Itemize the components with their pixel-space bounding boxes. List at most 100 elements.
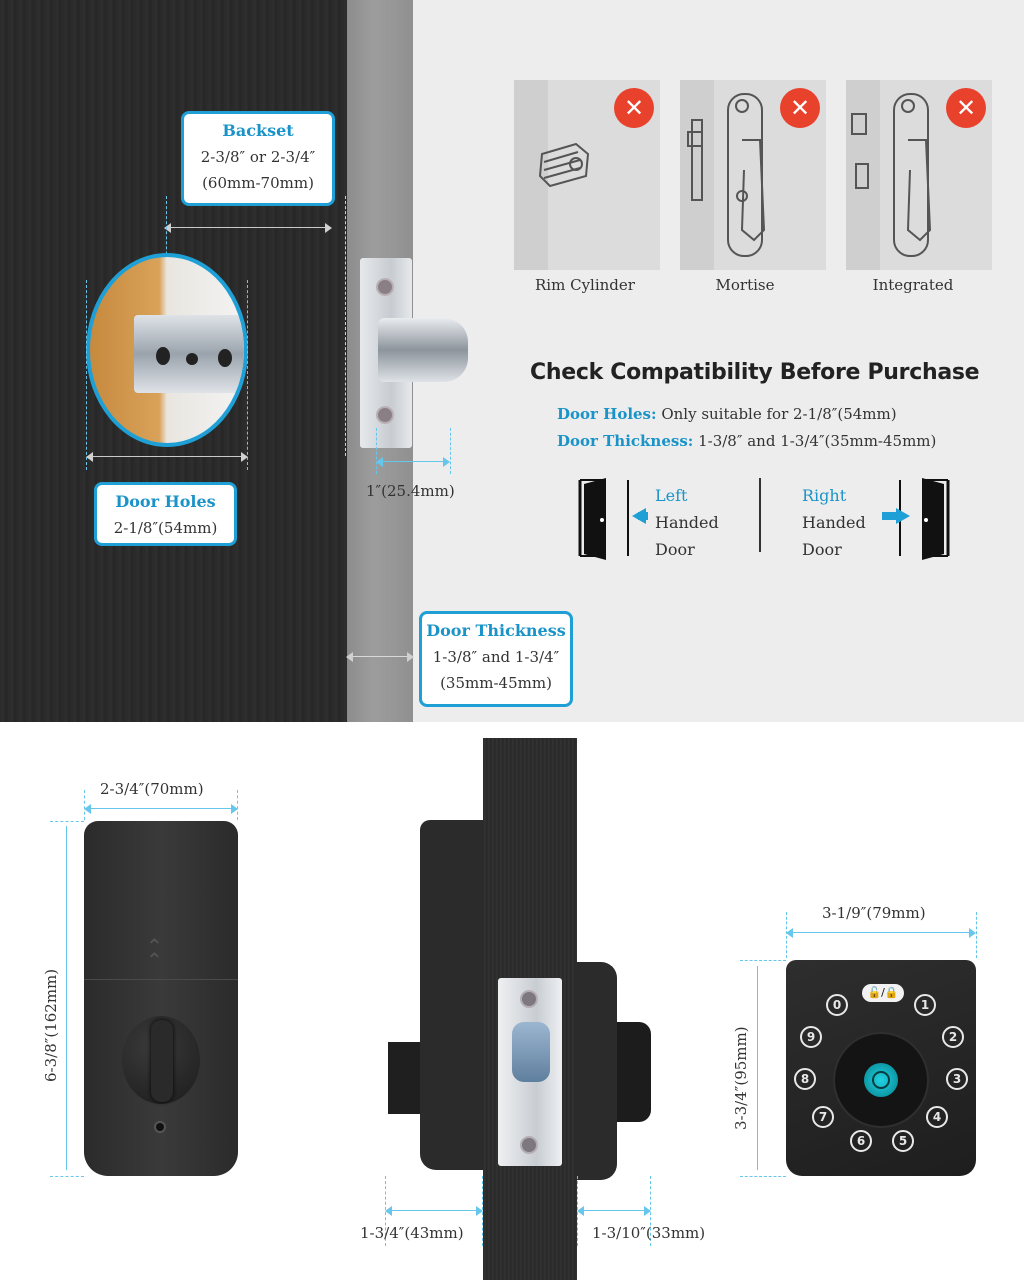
backset-callout: Backset 2-3/8″ or 2-3/4″ (60mm-70mm) bbox=[181, 111, 335, 206]
right-door-word: Door bbox=[802, 540, 842, 559]
latch-label: 1″(25.4mm) bbox=[366, 482, 455, 500]
latch-bolt bbox=[378, 318, 468, 382]
door-holes-title: Door Holes bbox=[115, 492, 216, 511]
right-word: Right bbox=[802, 486, 847, 505]
screw-icon bbox=[376, 278, 394, 296]
left-handed-word: Handed bbox=[655, 513, 719, 532]
cover-seam bbox=[84, 979, 238, 980]
latch-guide-right bbox=[450, 428, 451, 474]
keypad-height-guide bbox=[740, 1176, 786, 1177]
card-integrated: ✕ bbox=[846, 80, 992, 270]
door-holes-value: 2-1/8″(54mm) bbox=[113, 519, 218, 537]
front-height-label: 6-3/8″(162mm) bbox=[42, 968, 60, 1082]
not-compatible-icon: ✕ bbox=[614, 88, 654, 128]
card-mortise-label: Mortise bbox=[715, 276, 775, 294]
door-thickness-line1: 1-3/8″ and 1-3/4″ bbox=[432, 648, 560, 666]
side-left-dimension-line bbox=[385, 1206, 483, 1216]
exterior-knob-side bbox=[617, 1022, 651, 1122]
backset-dimension-line bbox=[164, 223, 332, 233]
keypad-digit-9: 9 bbox=[800, 1026, 822, 1048]
keypad-digit-1: 1 bbox=[914, 994, 936, 1016]
lock-unlock-icon: 🔓/🔒 bbox=[862, 984, 904, 1002]
left-word: Left bbox=[655, 486, 688, 505]
keypad-height-guide bbox=[740, 960, 786, 961]
front-width-label: 2-3/4″(70mm) bbox=[100, 780, 204, 798]
keypad-digit-2: 2 bbox=[942, 1026, 964, 1048]
backset-title: Backset bbox=[222, 121, 294, 140]
bolt-hole bbox=[156, 347, 170, 365]
right-handed-door-icon bbox=[882, 478, 950, 560]
front-height-dimension-line bbox=[66, 826, 67, 1170]
door-thickness-line2: (35mm-45mm) bbox=[440, 674, 552, 692]
spec-key: Door Thickness: bbox=[557, 432, 694, 450]
screw-icon bbox=[520, 1136, 538, 1154]
door-hole-zoom bbox=[86, 253, 248, 447]
card-rim-cylinder: ✕ bbox=[514, 80, 660, 270]
spec-value: Only suitable for 2-1/8″(54mm) bbox=[661, 405, 897, 423]
door-thickness-dimension-line bbox=[346, 652, 414, 662]
keypad-digit-5: 5 bbox=[892, 1130, 914, 1152]
screw-icon bbox=[376, 406, 394, 424]
key-hole-icon bbox=[154, 1121, 166, 1133]
front-height-guide bbox=[50, 1176, 84, 1177]
keypad-digit-7: 7 bbox=[812, 1106, 834, 1128]
dimensions-section: 2-3/4″(70mm) 6-3/8″(162mm) ⌃⌃ 1-3/4″(43m… bbox=[0, 722, 1024, 1280]
rim-cylinder-icon bbox=[538, 142, 590, 188]
keypad-width-dimension-line bbox=[786, 928, 976, 938]
side-left-label: 1-3/4″(43mm) bbox=[360, 1224, 464, 1242]
hand-divider bbox=[759, 478, 761, 552]
thumb-turn-bar bbox=[151, 1020, 173, 1102]
spec-door-thickness: Door Thickness: 1-3/8″ and 1-3/4″(35mm-4… bbox=[557, 432, 936, 450]
left-handed-label: Left Handed Door bbox=[655, 482, 719, 563]
door-holes-callout: Door Holes 2-1/8″(54mm) bbox=[94, 482, 237, 546]
door-hole-guide-right bbox=[247, 280, 248, 470]
door-hole-dimension-line bbox=[86, 452, 248, 462]
side-right-label: 1-3/10″(33mm) bbox=[592, 1224, 706, 1242]
screw-icon bbox=[520, 990, 538, 1008]
check-compatibility-title: Check Compatibility Before Purchase bbox=[530, 360, 980, 385]
keypad-height-label: 3-3/4″(95mm) bbox=[732, 1026, 750, 1130]
side-right-dimension-line bbox=[577, 1206, 651, 1216]
spec-value: 1-3/8″ and 1-3/4″(35mm-45mm) bbox=[698, 432, 937, 450]
latch-guide-left bbox=[376, 428, 377, 474]
keypad-width-label: 3-1/9″(79mm) bbox=[822, 904, 926, 922]
latch-dimension-line bbox=[376, 457, 450, 467]
card-shade bbox=[514, 80, 548, 270]
interior-body-side bbox=[420, 820, 486, 1170]
keypad-digit-6: 6 bbox=[850, 1130, 872, 1152]
side-latch-bolt bbox=[512, 1022, 550, 1082]
front-width-dimension-line bbox=[84, 804, 238, 814]
not-compatible-icon: ✕ bbox=[780, 88, 820, 128]
card-shade bbox=[680, 80, 714, 270]
keypad-height-dimension-line bbox=[757, 966, 758, 1170]
door-thickness-title: Door Thickness bbox=[426, 621, 566, 640]
deadbolt-interior: ⌃⌃ bbox=[84, 821, 238, 1176]
right-handed-word: Handed bbox=[802, 513, 866, 532]
right-handed-label: Right Handed Door bbox=[802, 482, 866, 563]
left-handed-door-icon bbox=[578, 478, 648, 560]
exterior-body-side bbox=[575, 962, 617, 1180]
compatibility-section: Backset 2-3/8″ or 2-3/4″ (60mm-70mm) Doo… bbox=[0, 0, 1024, 722]
backset-guide-right bbox=[345, 196, 346, 456]
thumb-turn bbox=[122, 1016, 200, 1104]
mortise-icon bbox=[687, 93, 766, 257]
deadbolt-tailpiece bbox=[388, 1042, 422, 1114]
card-rim-cylinder-label: Rim Cylinder bbox=[535, 276, 635, 294]
door-thickness-callout: Door Thickness 1-3/8″ and 1-3/4″ (35mm-4… bbox=[419, 611, 573, 707]
not-compatible-icon: ✕ bbox=[946, 88, 986, 128]
keypad-exterior: 🔓/🔒 0 1 2 3 4 5 6 7 8 9 bbox=[786, 960, 976, 1176]
integrated-icon bbox=[851, 93, 932, 257]
keypad-digit-3: 3 bbox=[946, 1068, 968, 1090]
keypad-digit-0: 0 bbox=[826, 994, 848, 1016]
spec-key: Door Holes: bbox=[557, 405, 657, 423]
card-mortise: ✕ bbox=[680, 80, 826, 270]
spec-door-holes: Door Holes: Only suitable for 2-1/8″(54m… bbox=[557, 405, 897, 423]
fingerprint-icon bbox=[864, 1063, 898, 1097]
card-shade bbox=[846, 80, 880, 270]
bolt-hole bbox=[186, 353, 198, 365]
card-integrated-label: Integrated bbox=[872, 276, 954, 294]
keypad-digit-4: 4 bbox=[926, 1106, 948, 1128]
backset-line2: (60mm-70mm) bbox=[202, 174, 314, 192]
backset-line1: 2-3/8″ or 2-3/4″ bbox=[200, 148, 316, 166]
door-hole-guide-left bbox=[86, 280, 87, 470]
